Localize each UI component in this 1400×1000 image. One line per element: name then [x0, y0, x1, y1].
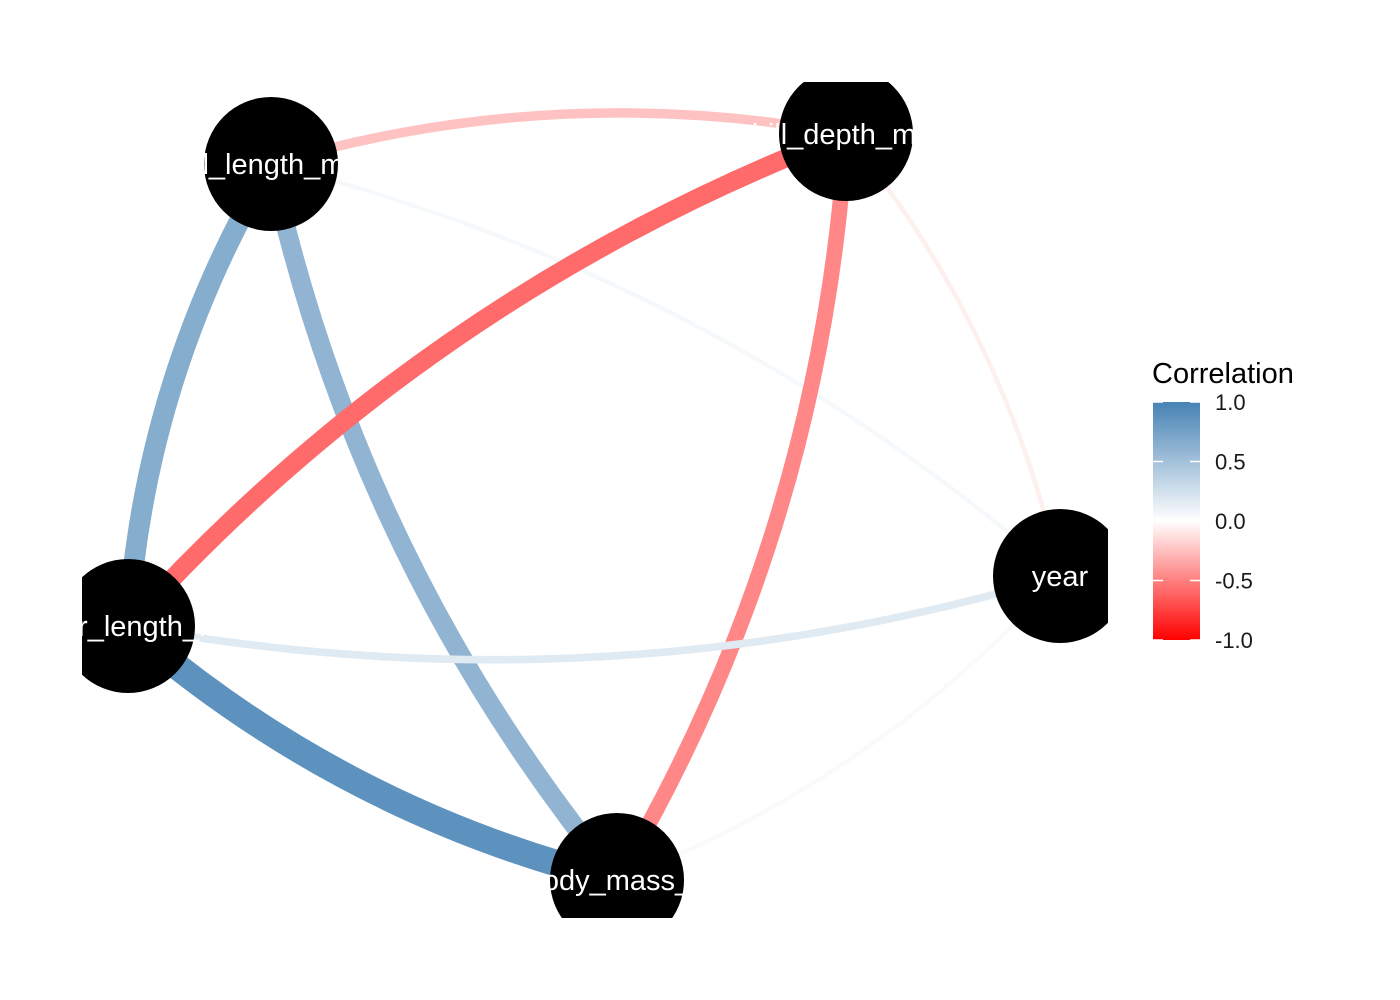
edge-bill_length_mm-body_mass_g [261, 161, 625, 887]
node-bill_depth_mm: bill_depth_mm [752, 82, 941, 201]
node-circle [993, 509, 1108, 643]
node-circle [82, 559, 195, 693]
edges [117, 108, 1063, 893]
legend: Correlation 1.0 0.5 0.0 -0.5 -1.0 [1152, 358, 1294, 653]
node-bill_length_mm: bill_length_mm [173, 97, 369, 231]
edge-body_mass_g-flipper_length_mm [119, 615, 621, 893]
node-circle [550, 813, 684, 918]
legend-title: Correlation [1152, 358, 1294, 390]
node-label: flipper_length_mm [9, 611, 248, 643]
legend-tick-label: 0.0 [1215, 509, 1246, 534]
edge-bill_length_mm-bill_depth_mm [269, 108, 847, 169]
legend-tick-label: 1.0 [1215, 390, 1246, 415]
node-circle [779, 82, 913, 201]
node-circle [204, 97, 338, 231]
node-year: year [993, 509, 1108, 643]
legend-tick-label: -1.0 [1215, 628, 1253, 653]
node-label: bill_depth_mm [752, 119, 941, 151]
node-flipper_length_mm: flipper_length_mm [9, 559, 248, 693]
edge-bill_depth_mm-year [844, 132, 1063, 577]
node-label: bill_length_mm [173, 149, 368, 181]
legend-tick-label: -0.5 [1215, 569, 1253, 594]
edge-year-flipper_length_mm [127, 572, 1062, 664]
node-label: body_mass_g [527, 865, 708, 897]
edge-bill_length_mm-year [270, 161, 1062, 578]
node-body_mass_g: body_mass_g [527, 813, 708, 918]
edge-bill_depth_mm-flipper_length_mm [121, 125, 850, 633]
legend-tick-label: 0.5 [1215, 450, 1246, 475]
edge-year-body_mass_g [616, 574, 1062, 882]
edge-bill_depth_mm-body_mass_g [610, 133, 854, 884]
edge-bill_length_mm-flipper_length_mm [117, 158, 280, 627]
node-label: year [1032, 561, 1089, 593]
